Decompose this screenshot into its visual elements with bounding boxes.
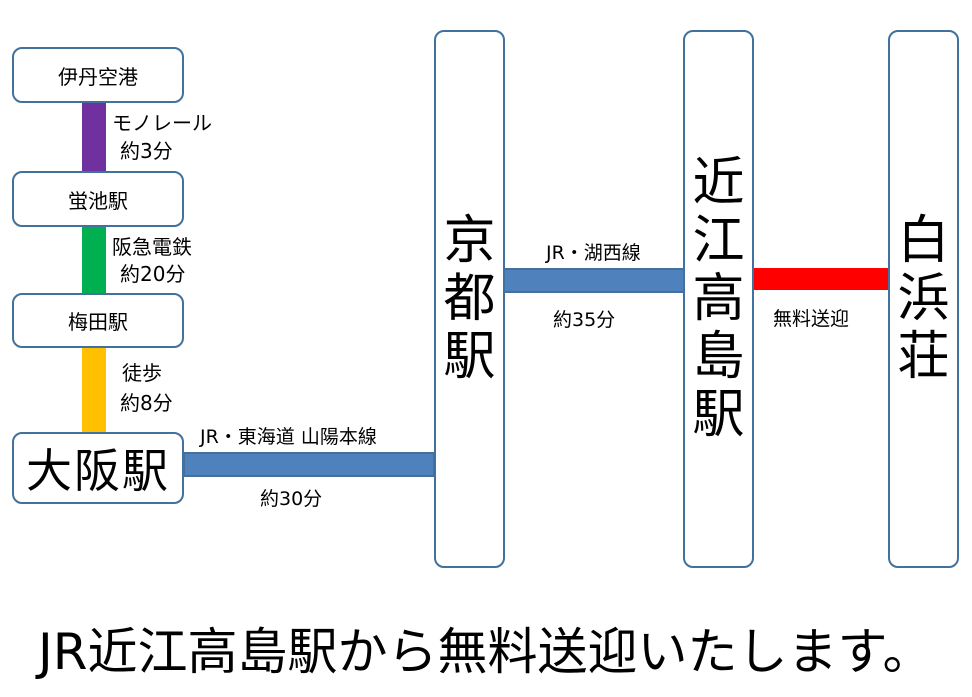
station-hotarugaike-label: 蛍池駅 xyxy=(68,188,128,213)
station-omitakashima-char-5: 駅 xyxy=(692,385,745,445)
tokaido-line xyxy=(183,452,435,477)
shuttle-line-label: 無料送迎 xyxy=(773,308,850,330)
station-kyoto: 京 都 駅 xyxy=(434,30,505,568)
hankyu-line xyxy=(82,227,106,293)
walk-time-label: 約8分 xyxy=(120,391,173,415)
kosei-time-label: 約35分 xyxy=(553,309,616,331)
station-omitakashima-char-2: 江 xyxy=(692,211,745,271)
station-kyoto-char-1: 京 xyxy=(443,211,496,271)
station-umeda: 梅田駅 xyxy=(12,293,184,348)
station-hotarugaike: 蛍池駅 xyxy=(12,171,184,227)
station-osaka: 大阪駅 xyxy=(12,432,184,504)
station-omitakashima-char-3: 高 xyxy=(692,269,745,329)
monorail-line xyxy=(82,103,106,171)
monorail-time-label: 約3分 xyxy=(120,139,173,163)
walk-line-label: 徒歩 xyxy=(122,361,162,385)
station-osaka-label: 大阪駅 xyxy=(26,444,170,498)
kosei-line xyxy=(503,268,685,293)
station-itami: 伊丹空港 xyxy=(12,47,184,103)
hankyu-line-label: 阪急電鉄 xyxy=(112,235,192,259)
kosei-line-label: JR・湖西線 xyxy=(546,242,641,264)
hankyu-time-label: 約20分 xyxy=(120,262,186,286)
destination-shirahamaso-char-1: 白 xyxy=(897,211,950,271)
tokaido-line-label: JR・東海道 山陽本線 xyxy=(200,426,377,448)
walk-line xyxy=(82,348,106,432)
station-umeda-label: 梅田駅 xyxy=(68,310,128,334)
monorail-line-label: モノレール xyxy=(112,111,212,135)
destination-shirahamaso-char-2: 浜 xyxy=(897,269,950,329)
destination-shirahamaso-char-3: 荘 xyxy=(897,327,950,387)
destination-shirahamaso: 白 浜 荘 xyxy=(888,30,959,568)
station-kyoto-char-3: 駅 xyxy=(443,327,496,387)
station-omitakashima-char-4: 島 xyxy=(692,327,745,387)
station-omitakashima-char-1: 近 xyxy=(692,153,745,213)
tokaido-time-label: 約30分 xyxy=(260,488,323,510)
footer-announcement: JR近江高島駅から無料送迎いたします。 xyxy=(38,623,933,681)
station-kyoto-char-2: 都 xyxy=(443,269,496,329)
station-omitakashima: 近 江 高 島 駅 xyxy=(683,30,754,568)
station-itami-label: 伊丹空港 xyxy=(58,64,138,89)
shuttle-line xyxy=(753,268,890,290)
